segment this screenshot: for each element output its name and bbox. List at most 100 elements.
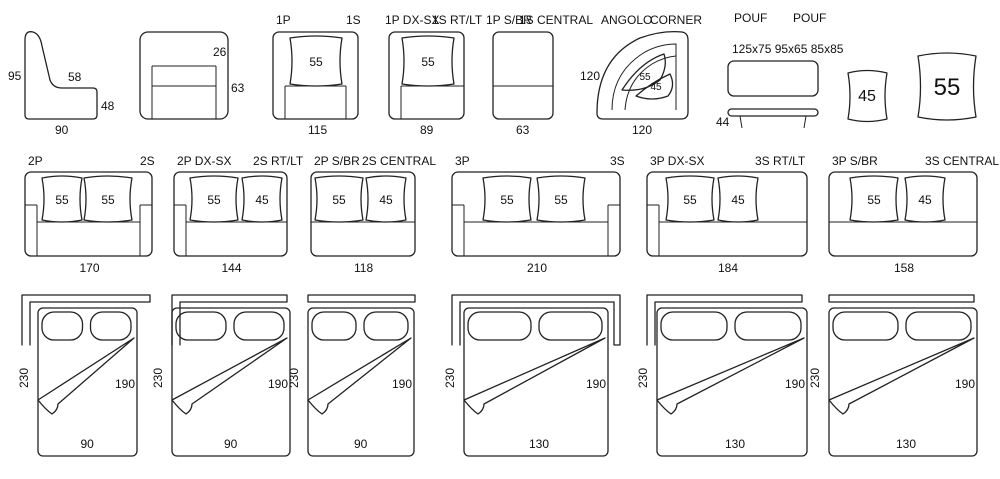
cushion-size: 55 (101, 193, 115, 207)
module-width: 158 (894, 261, 914, 275)
cushion (401, 35, 455, 87)
label-pouf-2: POUF (793, 11, 826, 25)
cushion-size: 55 (421, 55, 435, 69)
seat-cushion (665, 175, 715, 223)
bed-width: 90 (354, 437, 368, 451)
pillow (363, 311, 409, 341)
cushion-size: 55 (332, 193, 346, 207)
cushion-size: 55 (683, 193, 697, 207)
cushion (289, 35, 343, 87)
bed-width: 130 (529, 437, 549, 451)
seat-cushion (314, 175, 364, 223)
pillow (467, 311, 532, 341)
module-outline (24, 171, 153, 257)
bed-plan: 230 190 90 (17, 294, 151, 457)
folded-blanket (171, 337, 288, 415)
label-angolo: ANGOLO (601, 13, 652, 27)
profile-depth: 90 (55, 123, 69, 137)
module-label-alt: 2S CENTRAL (362, 154, 436, 168)
loose-cushion-45: 45 (847, 69, 888, 123)
width-1p-dx-sx: 89 (420, 123, 434, 137)
bed-length: 230 (151, 368, 165, 388)
module-outline (310, 171, 416, 257)
module-width: 184 (718, 261, 738, 275)
cushion-size: 45 (379, 193, 393, 207)
profile-view: 95 58 48 90 (8, 31, 115, 137)
pillow (832, 311, 899, 341)
module-label-alt: 3S (610, 154, 625, 168)
backrest (21, 294, 151, 346)
pillow (89, 311, 132, 341)
module-width: 144 (222, 261, 242, 275)
pillow (538, 311, 603, 341)
bed-width: 90 (81, 437, 95, 451)
corner-cushion-45-label: 45 (650, 82, 662, 93)
bed-width: 130 (725, 437, 745, 451)
bed-length: 230 (808, 368, 822, 388)
cushion-45-label: 45 (858, 88, 876, 105)
cushion-size: 45 (918, 193, 932, 207)
corner-cushion-55 (621, 53, 666, 91)
cushion-size: 55 (309, 55, 323, 69)
mattress (171, 307, 291, 457)
label-1p-s-br: 1P S/BR (486, 13, 532, 27)
mattress (307, 307, 415, 457)
pillow (905, 311, 972, 341)
pouf: POUF POUF 125x75 95x65 85x85 44 (716, 11, 844, 129)
mattress-length: 190 (115, 377, 135, 391)
pillow (311, 311, 357, 341)
cushion-size: 45 (731, 193, 745, 207)
module-1p-dx-sx: 1P DX-SX 1S RT/LT 55 89 (385, 13, 483, 137)
bed-length: 230 (17, 368, 31, 388)
cushion-size: 55 (554, 193, 568, 207)
label-1s-rt-lt: 1S RT/LT (432, 13, 483, 27)
label-1p-dx-sx: 1P DX-SX (385, 13, 439, 27)
module-label: 3P DX-SX (650, 154, 704, 168)
label-1s-central: 1S CENTRAL (519, 13, 593, 27)
cushion-55-label: 55 (934, 74, 961, 101)
bed-width: 90 (224, 437, 238, 451)
pillow (175, 311, 227, 341)
bed-plan: 230 190 130 (636, 294, 808, 457)
label-pouf-1: POUF (734, 11, 767, 25)
seat-cushion (482, 175, 532, 223)
corner-cushion-55-label: 55 (639, 72, 651, 83)
module-outline (828, 171, 978, 257)
folded-blanket (656, 337, 805, 415)
module-label: 2P DX-SX (177, 154, 231, 168)
pillow (41, 311, 84, 341)
cushion-size: 55 (55, 193, 69, 207)
front-height-dim: 63 (231, 81, 245, 95)
module-label: 3P S/BR (832, 154, 878, 168)
pillow (734, 311, 802, 341)
pouf-height: 44 (716, 115, 730, 129)
seat-cushion (904, 175, 946, 223)
module-label-alt: 2S RT/LT (253, 154, 304, 168)
seat-cushion (849, 175, 899, 223)
module-label: 3P (455, 154, 470, 168)
bed-length: 230 (287, 368, 301, 388)
module-outline (646, 171, 808, 257)
profile-height: 95 (8, 69, 22, 83)
corner-module: ANGOLO CORNER 55 45 120 120 (580, 13, 702, 137)
label-corner: CORNER (650, 13, 702, 27)
seat-cushion (41, 175, 83, 223)
mattress (656, 307, 808, 457)
width-1p: 115 (308, 123, 327, 137)
module-label: 2P (28, 154, 43, 168)
mattress-length: 190 (785, 377, 805, 391)
seat-cushion (365, 175, 407, 223)
bed-length: 230 (443, 368, 457, 388)
bed-length: 230 (636, 368, 650, 388)
backrest (828, 294, 975, 303)
